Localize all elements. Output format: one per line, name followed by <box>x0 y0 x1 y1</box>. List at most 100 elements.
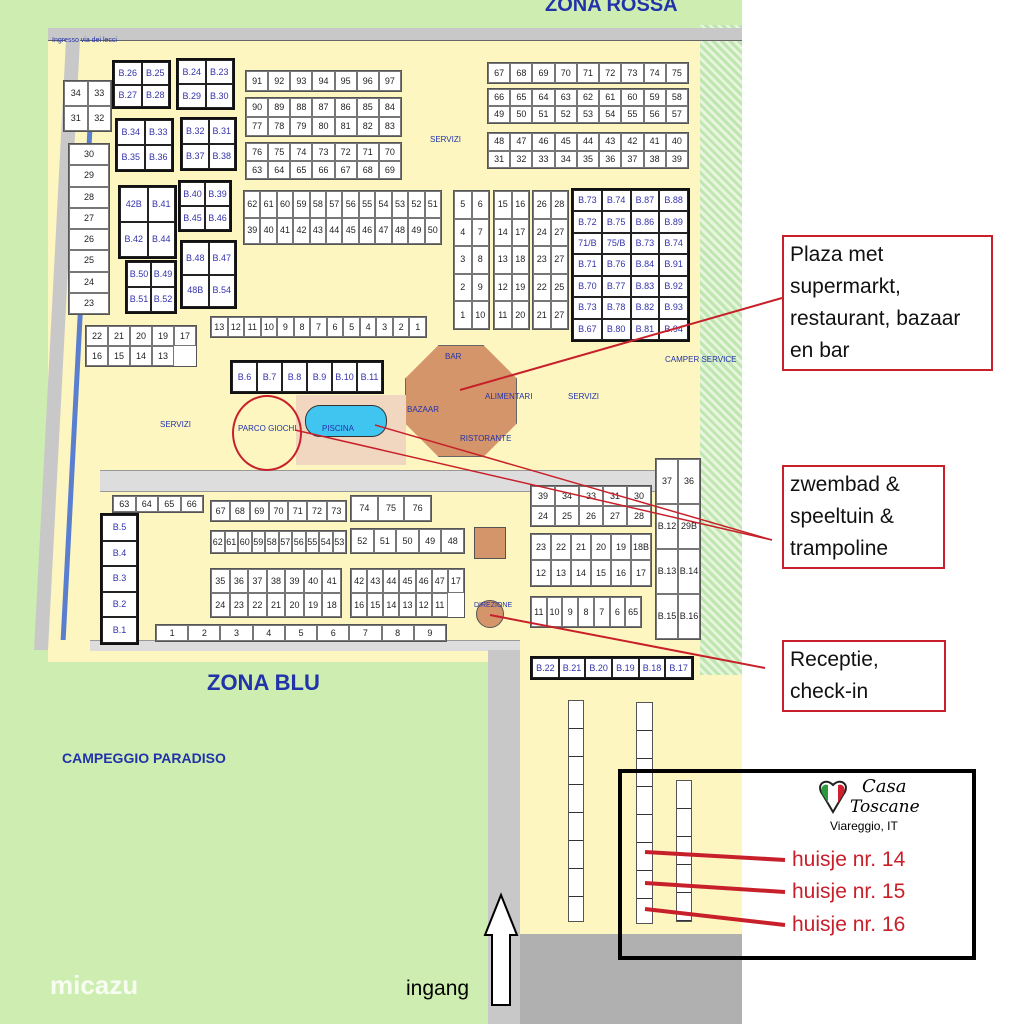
pitch: 49 <box>418 529 442 553</box>
pitch: 60 <box>621 89 644 106</box>
alimentari-label: ALIMENTARI <box>485 392 533 401</box>
pitch: 13 <box>551 560 571 586</box>
pitch: 5 <box>284 625 318 641</box>
pitch: 13 <box>152 346 174 366</box>
pitch: 48 <box>488 133 511 151</box>
pitch: B.13 <box>656 549 678 594</box>
pitch: 20 <box>591 534 611 560</box>
pitch: B.76 <box>601 254 631 276</box>
pitch: 1 <box>156 625 189 641</box>
pitch: B.39 <box>205 182 230 206</box>
pitch: 17 <box>631 560 651 586</box>
pitch: B.31 <box>208 119 235 144</box>
pitch: 12 <box>415 593 432 617</box>
pitch: B.92 <box>659 275 688 298</box>
pitch: B.16 <box>678 594 700 639</box>
pitch: 47 <box>431 569 448 593</box>
pitch: B.2 <box>102 591 137 618</box>
pitch: 77 <box>246 117 269 136</box>
pitch: 35 <box>211 569 230 593</box>
pitch: B.18 <box>638 658 666 678</box>
pitch: 36 <box>678 459 700 504</box>
entrance-label: ingang <box>406 977 470 1000</box>
pitch: 71 <box>288 501 308 521</box>
pitch: B.4 <box>102 540 137 567</box>
reception-line <box>489 614 766 669</box>
pitch: 66 <box>312 161 335 179</box>
pitch: 48B <box>182 274 209 307</box>
parco-giochi-label: PARCO GIOCHI <box>238 424 297 433</box>
pitch: 5 <box>454 191 472 219</box>
pitch: 7 <box>310 317 327 337</box>
pitch: 13 <box>399 593 416 617</box>
pitch: 33 <box>87 81 111 106</box>
pitch: 34 <box>64 81 88 106</box>
pitch: 58 <box>309 191 327 218</box>
pitch: 26 <box>579 506 603 526</box>
pitch: 69 <box>249 501 269 521</box>
playground-circle <box>232 395 302 471</box>
pitch: B.19 <box>611 658 639 678</box>
pitch: 68 <box>356 161 379 179</box>
pitch: 64 <box>135 496 158 512</box>
pitch: B.14 <box>678 549 700 594</box>
pitch: 37 <box>621 150 644 168</box>
pitch: 91 <box>246 71 269 91</box>
pitch: 54 <box>599 106 622 123</box>
reception-building <box>476 600 504 628</box>
pitch: 42B <box>120 187 148 222</box>
pitch: 64 <box>268 161 291 179</box>
pitch: 9 <box>471 273 489 302</box>
pool-line <box>374 424 773 541</box>
pitch: 90 <box>246 98 269 117</box>
pitch: 61 <box>599 89 622 106</box>
pitch: 57 <box>278 531 292 553</box>
pitch: 57 <box>665 106 688 123</box>
pitch: 25 <box>555 506 579 526</box>
pitch: B.74 <box>601 190 631 212</box>
pitch: 9 <box>413 625 446 641</box>
pitch: B.29 <box>178 84 206 108</box>
pitch: B.50 <box>127 262 151 287</box>
pitch: 22 <box>86 326 108 346</box>
pitch: 27 <box>550 246 568 274</box>
pitch: 40 <box>665 133 688 151</box>
pitch: 16 <box>351 593 368 617</box>
pitch: 29B <box>678 504 700 549</box>
pitch: 20 <box>511 301 529 329</box>
bazaar-label: BAZAAR <box>407 405 440 414</box>
pitch: B.12 <box>656 504 678 549</box>
pitch: B.5 <box>102 515 137 541</box>
pitch: 55 <box>621 106 644 123</box>
pitch: 60 <box>276 191 294 218</box>
house-14-label: huisje nr. 14 <box>792 848 906 871</box>
zone-blu-label: ZONA BLU <box>207 670 320 695</box>
pitch: 74 <box>643 63 666 83</box>
pitch: 19 <box>152 326 174 346</box>
pitch: 27 <box>550 301 568 329</box>
pitch: 21 <box>571 534 591 560</box>
pitch: 19 <box>611 534 631 560</box>
pitch: 59 <box>251 531 265 553</box>
house-15-label: huisje nr. 15 <box>792 880 906 903</box>
pitch: B.86 <box>630 211 660 233</box>
pitch: B.51 <box>127 287 151 312</box>
pitch: 46 <box>532 133 555 151</box>
pitch: 93 <box>290 71 313 91</box>
pitch: B.33 <box>144 120 172 145</box>
pitch: 62 <box>576 89 600 106</box>
pitch: B.17 <box>665 658 692 678</box>
pitch: 89 <box>268 98 291 117</box>
pitch: 24 <box>531 506 555 526</box>
pitch: 79 <box>290 117 313 136</box>
pitch: 29 <box>69 165 109 187</box>
square <box>474 527 506 559</box>
pitch: 9 <box>277 317 294 337</box>
pitch: 96 <box>356 71 379 91</box>
pitch: B.49 <box>151 262 175 287</box>
pitch: 38 <box>266 569 286 593</box>
